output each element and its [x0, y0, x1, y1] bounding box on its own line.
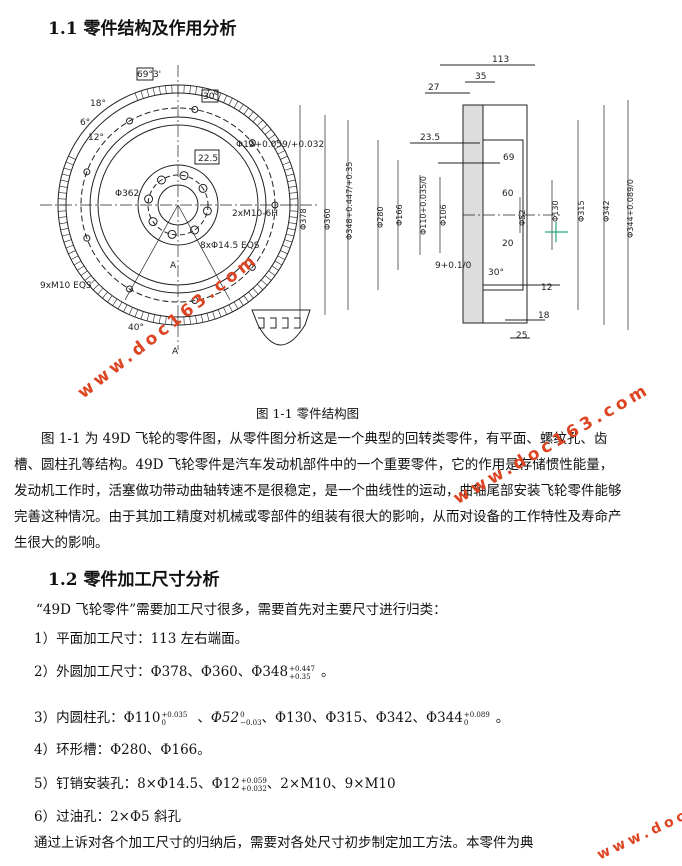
side-label: Φ106: [439, 204, 448, 226]
front-view: [40, 65, 320, 350]
side-label: Φ360: [323, 208, 332, 230]
side-label: Φ130: [551, 200, 560, 222]
side-label: 113: [492, 55, 509, 65]
last-line: 通过上诉对各个加工尺寸的归纳后，需要对各处尺寸初步制定加工方法。本零件为典: [34, 835, 534, 851]
figure-caption: 图 1-1 零件结构图: [256, 406, 360, 421]
front-label: Φ362: [115, 189, 139, 199]
list-item-4: 4）环形槽：Φ280、Φ166。: [34, 742, 211, 758]
body-paragraph: 图 1-1 为 49D 飞轮的零件图，从零件图分析这是一个典型的回转类零件，有平…: [14, 431, 622, 551]
front-label: 69°3': [137, 70, 161, 80]
side-label: 35: [475, 72, 486, 82]
side-label: Φ344+0.089/0: [626, 179, 635, 238]
watermark: www.doc163.com: [594, 766, 682, 864]
side-label: Φ110+0.035/0: [419, 176, 428, 235]
side-label: 27: [428, 83, 439, 93]
side-label: Φ348+0.447/+0.35: [345, 162, 354, 240]
front-label: Φ12+0.059/+0.032: [236, 140, 324, 150]
side-label: 12: [541, 283, 552, 293]
side-label: Φ342: [602, 200, 611, 222]
front-label: 22.5: [198, 154, 218, 164]
section-heading-1: 1.1 零件结构及作用分析: [48, 19, 237, 39]
side-label: 60: [502, 189, 514, 199]
side-label: 18: [538, 311, 550, 321]
side-label: 23.5: [420, 133, 440, 143]
front-label: 40°: [128, 323, 144, 333]
front-label: 12°: [88, 133, 104, 143]
front-label: 18°: [90, 99, 106, 109]
front-label: 30°: [203, 92, 219, 102]
side-label: Φ52: [518, 210, 527, 226]
part-drawing: 69°3' 30° 18° 6° 12° Φ12+0.059/+0.032 22…: [40, 55, 635, 357]
side-label: 20: [502, 239, 514, 249]
list-item-1: 1）平面加工尺寸：113 左右端面。: [34, 631, 249, 647]
front-label: 9xM10 EQS: [40, 281, 92, 291]
side-label: 9+0.1/0: [435, 261, 472, 271]
front-label: 2xM10-6H: [232, 209, 278, 219]
front-label: A: [172, 347, 179, 357]
list-item-6: 6）过油孔：2×Φ5 斜孔: [34, 809, 181, 825]
section-heading-2: 1.2 零件加工尺寸分析: [48, 570, 220, 590]
side-label: Φ166: [395, 204, 404, 226]
drawing-labels: 69°3' 30° 18° 6° 12° Φ12+0.059/+0.032 22…: [40, 55, 635, 357]
side-label: 30°: [488, 268, 504, 278]
tooth-detail: [251, 309, 311, 346]
front-label: 6°: [80, 118, 90, 128]
list-item-2: 2）外圆加工尺寸：Φ378、Φ360、Φ348+0.447+0.35。: [34, 664, 335, 681]
side-label: Φ280: [376, 206, 385, 228]
front-label: 8xΦ14.5 EQS: [200, 241, 260, 251]
side-label: Φ315: [577, 200, 586, 222]
list-item-5: 5）钉销安装孔：8×Φ14.5、Φ12+0.059+0.032、2×M10、9×…: [34, 776, 396, 793]
side-view: [299, 64, 629, 339]
intro-text: “49D 飞轮零件”需要加工尺寸很多，需要首先对主要尺寸进行归类：: [36, 602, 447, 618]
side-label: 69: [503, 153, 515, 163]
front-label: A: [170, 261, 177, 271]
side-label: Φ378: [299, 208, 308, 230]
side-label: 25: [516, 331, 527, 341]
